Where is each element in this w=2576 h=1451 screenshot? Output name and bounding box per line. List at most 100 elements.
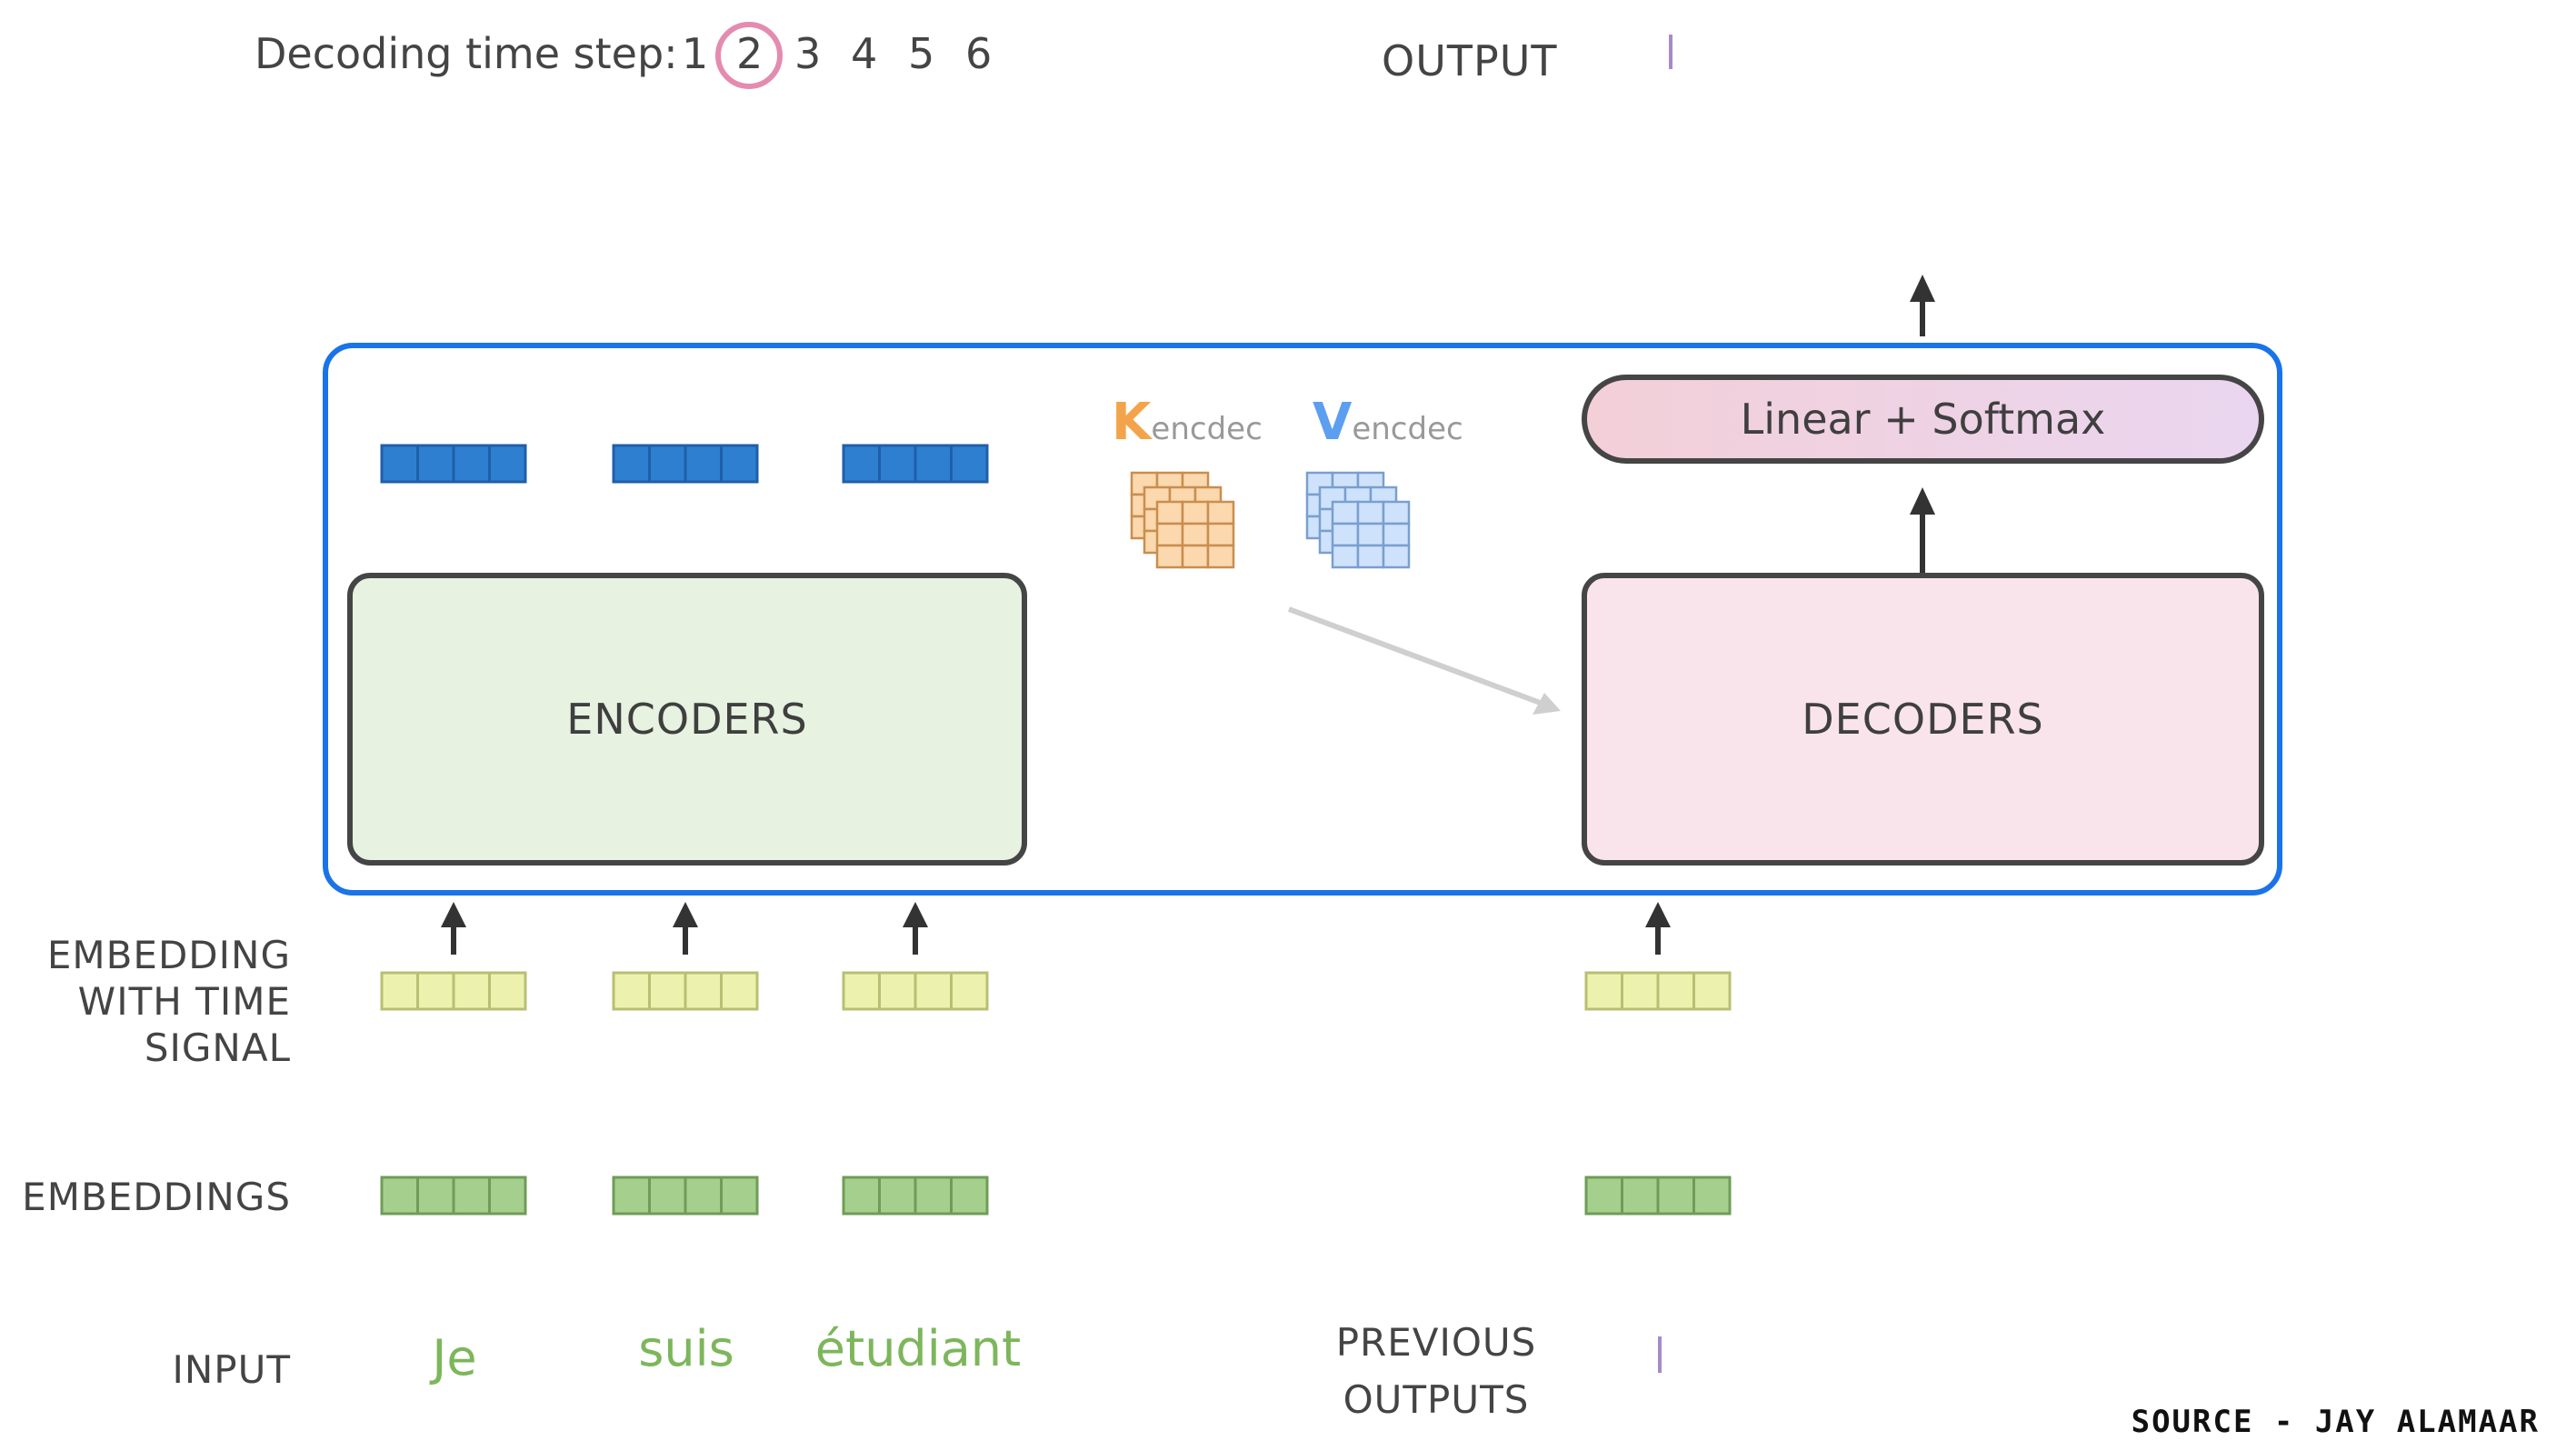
time-signal-vector-3-cell xyxy=(878,971,917,1011)
v-matrix-cell xyxy=(1382,544,1411,569)
embedding-vector-3-cell xyxy=(842,1176,881,1216)
time-signal-vector-1 xyxy=(380,971,527,1011)
input-word-etudiant: étudiant xyxy=(814,1320,1022,1377)
encoder-output-vector-1 xyxy=(380,444,527,484)
time-signal-vector-2-cell xyxy=(612,971,651,1011)
step-1: 1 xyxy=(682,29,710,78)
embedding-vector-4-cell xyxy=(1621,1176,1660,1216)
embedding-vector-3-cell xyxy=(914,1176,953,1216)
input-label: INPUT xyxy=(172,1347,291,1392)
previous-outputs-line-1: PREVIOUS xyxy=(1335,1320,1537,1365)
embedding-vector-3 xyxy=(842,1176,989,1216)
step-3: 3 xyxy=(794,29,823,78)
encoder-output-vector-3-cell xyxy=(878,444,917,484)
encoder-output-vectors xyxy=(380,444,989,484)
up-arrow-1 xyxy=(441,902,466,955)
previous-outputs-label: PREVIOUS OUTPUTS xyxy=(1318,1314,1554,1428)
v-matrix-cell xyxy=(1331,500,1360,525)
time-signal-vector-3-cell xyxy=(842,971,881,1011)
encoder-output-vector-3-cell xyxy=(914,444,953,484)
v-matrix-cell xyxy=(1356,500,1385,525)
k-matrix-cell xyxy=(1155,522,1184,547)
embedding-vectors xyxy=(380,1176,1732,1216)
time-signal-vector-4-cell xyxy=(1584,971,1623,1011)
v-encdec-label: Vencdec xyxy=(1313,393,1463,452)
step-2: 2 xyxy=(736,29,764,78)
input-word-suis: suis xyxy=(638,1320,734,1377)
embedding-time-signal-line-3: SIGNAL xyxy=(144,1026,291,1070)
v-matrix-cell xyxy=(1382,522,1411,547)
encoder-output-vector-2 xyxy=(612,444,759,484)
output-label: OUTPUT xyxy=(1382,36,1558,85)
k-encdec-label: Kencdec xyxy=(1112,393,1263,452)
embedding-vector-2-cell xyxy=(612,1176,651,1216)
k-matrix-cell xyxy=(1155,500,1184,525)
k-matrix-cell xyxy=(1181,500,1210,525)
up-arrow-head xyxy=(903,902,928,927)
embeddings-label: EMBEDDINGS xyxy=(22,1175,291,1219)
embedding-vector-1-cell xyxy=(416,1176,455,1216)
embedding-vector-2 xyxy=(612,1176,759,1216)
embedding-time-signal-line-2: WITH TIME xyxy=(77,979,291,1024)
embedding-vector-1-cell xyxy=(452,1176,491,1216)
up-arrow-2 xyxy=(673,902,698,955)
decoders-box xyxy=(1582,573,2264,866)
time-signal-vector-2-cell xyxy=(648,971,687,1011)
k-matrix-cell xyxy=(1206,500,1235,525)
decoders-label: DECODERS xyxy=(1802,695,2044,744)
up-arrow-3 xyxy=(903,902,928,955)
encoder-output-vector-1-cell xyxy=(380,444,419,484)
model-frame xyxy=(323,343,2282,896)
encoder-output-vector-2-cell xyxy=(648,444,687,484)
encoders-label: ENCODERS xyxy=(566,695,808,744)
k-matrix-cell xyxy=(1206,522,1235,547)
time-signal-vector-2-cell xyxy=(684,971,723,1011)
time-signal-vector-1-cell xyxy=(488,971,527,1011)
linear-softmax-label: Linear + Softmax xyxy=(1740,395,2106,444)
embedding-vector-4-cell xyxy=(1692,1176,1732,1216)
embedding-vector-1 xyxy=(380,1176,527,1216)
embedding-time-signal-label: EMBEDDING WITH TIME SIGNAL xyxy=(47,932,291,1071)
k-matrix-cell xyxy=(1155,544,1184,569)
decoder-to-linear-arrow xyxy=(1910,487,1935,573)
time-signal-vector-3-cell xyxy=(950,971,989,1011)
time-signal-vectors xyxy=(380,971,1732,1011)
v-letter: V xyxy=(1313,393,1353,452)
time-signal-vector-4-cell xyxy=(1656,971,1695,1011)
up-arrow-4 xyxy=(1645,902,1671,955)
embedding-vector-4-cell xyxy=(1656,1176,1695,1216)
kv-to-decoder-arrow xyxy=(1287,606,1561,715)
encoder-output-vector-1-cell xyxy=(416,444,455,484)
k-encdec-matrices xyxy=(1130,471,1235,569)
v-matrix-cell xyxy=(1356,544,1385,569)
step-6: 6 xyxy=(965,29,993,78)
embedding-vector-2-cell xyxy=(684,1176,723,1216)
linear-softmax-box xyxy=(1582,375,2264,464)
embedding-vector-2-cell xyxy=(720,1176,759,1216)
time-signal-vector-1-cell xyxy=(416,971,455,1011)
time-signal-vector-4-cell xyxy=(1692,971,1732,1011)
v-matrix-cell xyxy=(1331,522,1360,547)
k-letter: K xyxy=(1112,393,1152,452)
encoder-output-vector-1-cell xyxy=(452,444,491,484)
embedding-vector-3-cell xyxy=(950,1176,989,1216)
embedding-time-signal-line-1: EMBEDDING xyxy=(46,933,291,977)
k-matrix-layer xyxy=(1155,500,1235,569)
embedding-vector-4-cell xyxy=(1584,1176,1623,1216)
embedding-vector-1-cell xyxy=(488,1176,527,1216)
encoder-output-vector-1-cell xyxy=(488,444,527,484)
k-matrix-cell xyxy=(1206,544,1235,569)
active-step-circle xyxy=(715,22,783,89)
k-matrix-cell xyxy=(1181,544,1210,569)
previous-outputs-line-2: OUTPUTS xyxy=(1343,1377,1530,1422)
k-matrix-cell xyxy=(1181,522,1210,547)
encoders-box xyxy=(347,573,1027,866)
time-signal-vector-2 xyxy=(612,971,759,1011)
v-matrix-cell xyxy=(1356,522,1385,547)
step-5: 5 xyxy=(908,29,936,78)
v-subscript: encdec xyxy=(1352,411,1463,447)
v-encdec-matrices xyxy=(1305,471,1411,569)
v-matrix-cell xyxy=(1382,500,1411,525)
